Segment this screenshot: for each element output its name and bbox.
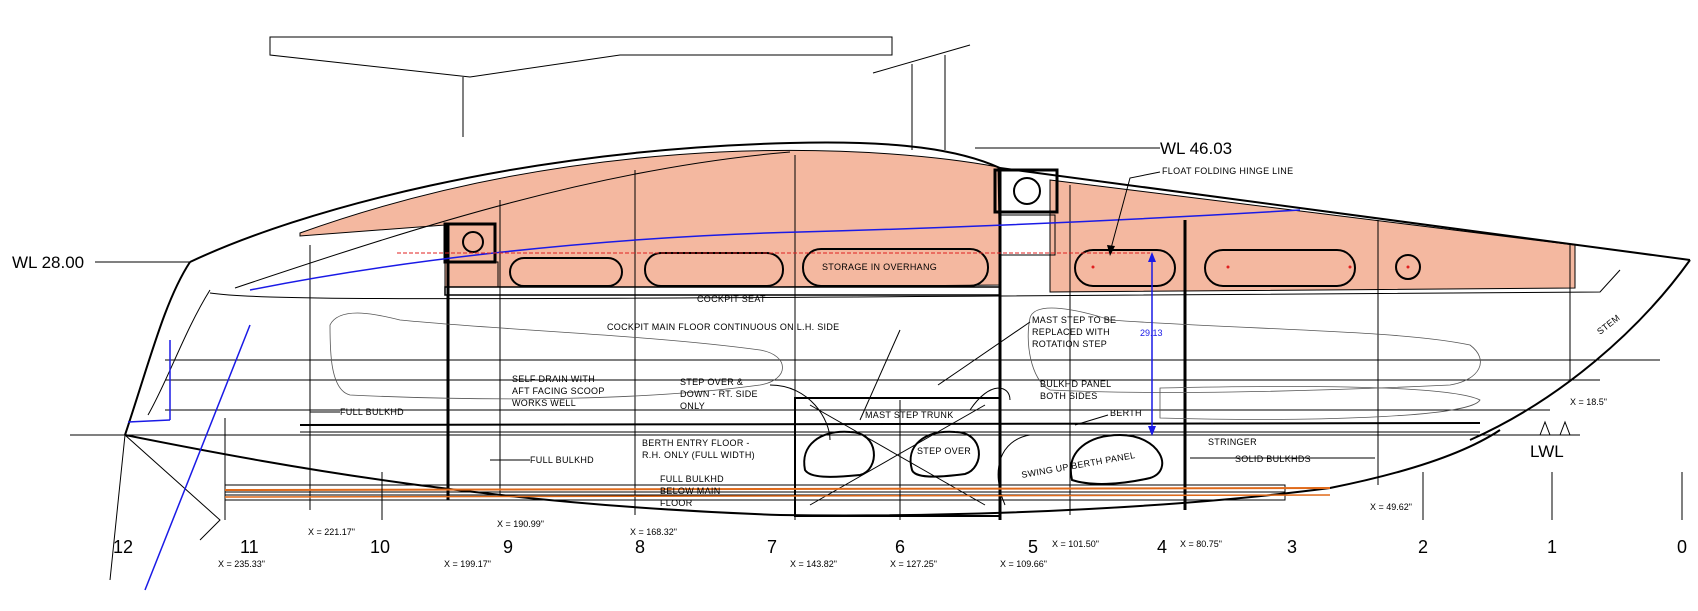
lwl-symbol <box>1520 420 1580 436</box>
step-over-down-note-3: ONLY <box>680 401 705 411</box>
height-dimension: 29.13 <box>1140 328 1163 338</box>
full-bulkhd-below-note-1: FULL BULKHD <box>660 474 724 484</box>
lwl-label: LWL <box>1530 442 1564 461</box>
dim-x-109: X = 109.66" <box>1000 559 1047 569</box>
solid-bulkhds-note: SOLID BULKHDS <box>1235 454 1311 464</box>
station-5: 5 <box>1028 537 1038 557</box>
dim-x-221: X = 221.17" <box>308 527 355 537</box>
stringer-note: STRINGER <box>1208 437 1257 447</box>
station-11: 11 <box>240 537 259 557</box>
mast-step-note-2: REPLACED WITH <box>1032 327 1110 337</box>
float-hinge-note: FLOAT FOLDING HINGE LINE <box>1162 166 1293 176</box>
station-1: 1 <box>1547 537 1557 557</box>
dim-x-18: X = 18.5" <box>1570 397 1607 407</box>
floor-framing <box>224 484 1286 501</box>
portlights <box>509 248 1421 287</box>
step-over-down-note-2: DOWN - RT. SIDE <box>680 389 758 399</box>
storage-note: STORAGE IN OVERHANG <box>822 262 937 272</box>
crossbeam-outline <box>269 36 893 137</box>
bulkhd-panel-note-2: BOTH SIDES <box>1040 391 1098 401</box>
station-7: 7 <box>767 537 777 557</box>
station-8: 8 <box>635 537 645 557</box>
dim-x-143: X = 143.82" <box>790 559 837 569</box>
wl-46-label: WL 46.03 <box>1160 139 1232 158</box>
full-bulkhd-below-note-2: BELOW MAIN <box>660 486 721 496</box>
berth-note: BERTH <box>1110 408 1142 418</box>
dim-x-80: X = 80.75" <box>1180 539 1222 549</box>
dim-x-127: X = 127.25" <box>890 559 937 569</box>
full-bulkhd-aft-note: FULL BULKHD <box>340 407 404 417</box>
step-over-note: STEP OVER <box>917 446 971 456</box>
swing-berth-note: SWING UP BERTH PANEL <box>1021 450 1137 480</box>
mast-step-note-1: MAST STEP TO BE <box>1032 315 1116 325</box>
structure-lines <box>70 359 1660 436</box>
self-drain-note-3: WORKS WELL <box>512 398 576 408</box>
station-10: 10 <box>370 537 390 557</box>
station-2: 2 <box>1418 537 1428 557</box>
mast-step-note-3: ROTATION STEP <box>1032 339 1107 349</box>
station-numbers: 12 11 10 9 8 7 6 5 4 3 2 1 0 <box>113 537 1687 557</box>
x-dimensions: X = 235.33" X = 221.17" X = 199.17" X = … <box>218 397 1607 569</box>
berth-entry-note-2: R.H. ONLY (FULL WIDTH) <box>642 450 755 460</box>
self-drain-note-2: AFT FACING SCOOP <box>512 386 605 396</box>
full-bulkhd-mid-note: FULL BULKHD <box>530 455 594 465</box>
full-bulkhd-below-note-3: FLOOR <box>660 498 693 508</box>
berth-boxes <box>447 214 1164 506</box>
dim-x-199: X = 199.17" <box>444 559 491 569</box>
mast-step-trunk-note: MAST STEP TRUNK <box>865 410 954 420</box>
dim-x-101: X = 101.50" <box>1052 539 1099 549</box>
station-ticks <box>381 472 1683 520</box>
bulkhd-panel-note-1: BULKHD PANEL <box>1040 379 1111 389</box>
mast-supports <box>872 44 971 150</box>
reference-lines <box>127 209 1331 591</box>
dim-x-49: X = 49.62" <box>1370 502 1412 512</box>
station-4: 4 <box>1157 537 1167 557</box>
cockpit-seat-note: COCKPIT SEAT <box>697 294 766 304</box>
station-0: 0 <box>1677 537 1687 557</box>
stem-note: STEM <box>1595 313 1622 337</box>
step-over-down-note-1: STEP OVER & <box>680 377 743 387</box>
station-9: 9 <box>503 537 513 557</box>
dim-x-168: X = 168.32" <box>630 527 677 537</box>
station-12: 12 <box>113 537 133 557</box>
self-drain-note-1: SELF DRAIN WITH <box>512 374 595 384</box>
station-6: 6 <box>895 537 905 557</box>
station-3: 3 <box>1287 537 1297 557</box>
hull-outline <box>109 141 1691 581</box>
dim-x-190: X = 190.99" <box>497 519 544 529</box>
dim-x-235: X = 235.33" <box>218 559 265 569</box>
wl-28-label: WL 28.00 <box>12 253 84 272</box>
figure-outlines <box>329 307 1481 420</box>
leader-lines <box>95 147 1375 461</box>
cockpit-floor-note: COCKPIT MAIN FLOOR CONTINUOUS ON L.H. SI… <box>607 322 839 332</box>
float-fill <box>1049 179 1576 293</box>
berth-entry-note-1: BERTH ENTRY FLOOR - <box>642 438 750 448</box>
